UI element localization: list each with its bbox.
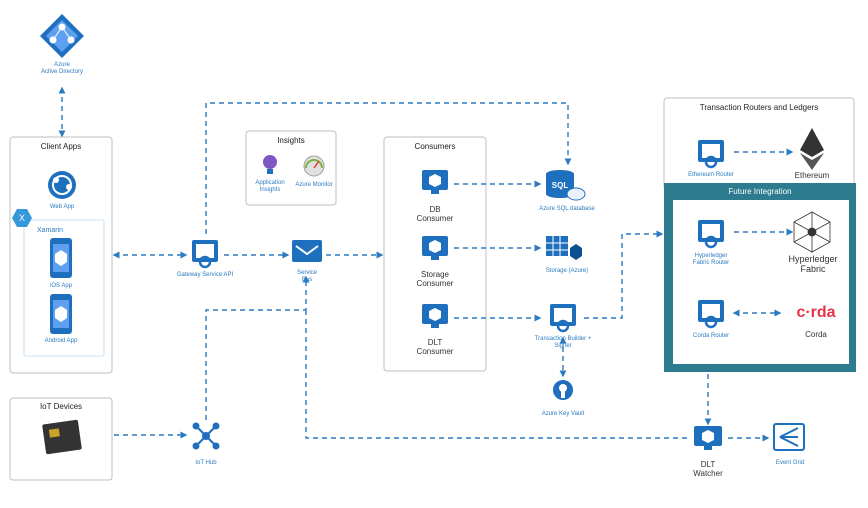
consumers-title: Consumers xyxy=(414,142,456,151)
iot-devices-title: IoT Devices xyxy=(39,402,83,411)
event-grid-icon xyxy=(773,423,805,451)
insights-title: Insights xyxy=(277,136,305,145)
azure-ad-icon xyxy=(40,14,84,58)
web-app-icon xyxy=(48,171,76,199)
ethereum-router-icon xyxy=(698,140,724,169)
hyperledger-icon xyxy=(793,211,831,253)
sql-badge: SQL xyxy=(552,181,569,190)
service-bus-label: Service Bus xyxy=(296,270,317,283)
dlt-watcher-label: DLT Watcher xyxy=(693,460,723,478)
azure-monitor-icon xyxy=(303,155,325,177)
ios-app-label: iOS App xyxy=(49,283,72,289)
iot-hub-label: IoT Hub xyxy=(195,460,217,466)
azure-ad-label: Azure Active Directory xyxy=(40,62,83,75)
connectors xyxy=(58,86,794,442)
corda-router-label: Corda Router xyxy=(692,333,730,339)
hyperledger-router-label: Hyperledger Fabric Router xyxy=(692,253,730,266)
transaction-builder-label: Transaction Builder + Signer xyxy=(534,336,592,349)
ethereum-label: Ethereum xyxy=(794,171,830,180)
dlt-consumer-icon xyxy=(422,304,448,328)
ethereum-router-label: Ethereum Router xyxy=(688,172,734,178)
corda-router-icon xyxy=(698,300,724,329)
azure-monitor-label: Azure Monitor xyxy=(295,182,333,188)
xamarin-box xyxy=(23,219,105,357)
android-app-icon xyxy=(50,294,72,334)
android-app-label: Android App xyxy=(44,338,78,344)
routers-title: Transaction Routers and Ledgers xyxy=(699,103,819,112)
iot-hub-icon xyxy=(192,422,220,450)
storage-consumer-icon xyxy=(422,236,448,260)
db-consumer-icon xyxy=(422,170,448,194)
ios-app-icon xyxy=(50,238,72,278)
gateway-service-api-icon xyxy=(192,240,218,269)
ethereum-icon xyxy=(800,128,824,170)
service-bus-icon xyxy=(292,240,322,262)
xamarin-label: Xamarin xyxy=(36,227,64,234)
storage-consumer-label: Storage Consumer xyxy=(416,270,454,288)
svg-text:X: X xyxy=(19,213,25,223)
hyperledger-router-icon xyxy=(698,220,724,249)
insights-box xyxy=(245,130,337,206)
event-grid-label: Event Grid xyxy=(775,460,805,466)
azure-sql-label: Azure SQL database xyxy=(539,206,595,212)
dlt-consumer-label: DLT Consumer xyxy=(416,338,454,356)
web-app-label: Web App xyxy=(49,204,75,210)
hyperledger-label: Hyperledger Fabric xyxy=(788,254,838,274)
iot-device-icon xyxy=(42,419,82,455)
db-consumer-label: DB Consumer xyxy=(416,205,454,223)
azure-sql-icon: SQL xyxy=(546,170,586,201)
dlt-watcher-icon xyxy=(694,426,722,450)
client-apps-title: Client Apps xyxy=(40,142,82,151)
future-integration-title: Future Integration xyxy=(728,187,792,196)
gateway-label: Gateway Service API xyxy=(176,272,234,278)
transaction-builder-icon xyxy=(550,304,576,333)
corda-label: Corda xyxy=(805,330,827,339)
application-insights-icon xyxy=(263,155,277,174)
key-vault-icon xyxy=(553,380,573,400)
key-vault-label: Azure Key Vault xyxy=(541,411,585,417)
xamarin-icon: X xyxy=(12,209,32,227)
storage-azure-label: Storage (Azure) xyxy=(545,268,589,274)
corda-logo: c·rda xyxy=(796,304,836,321)
storage-azure-icon xyxy=(546,236,582,260)
app-insights-label: Application Insights xyxy=(255,180,285,193)
